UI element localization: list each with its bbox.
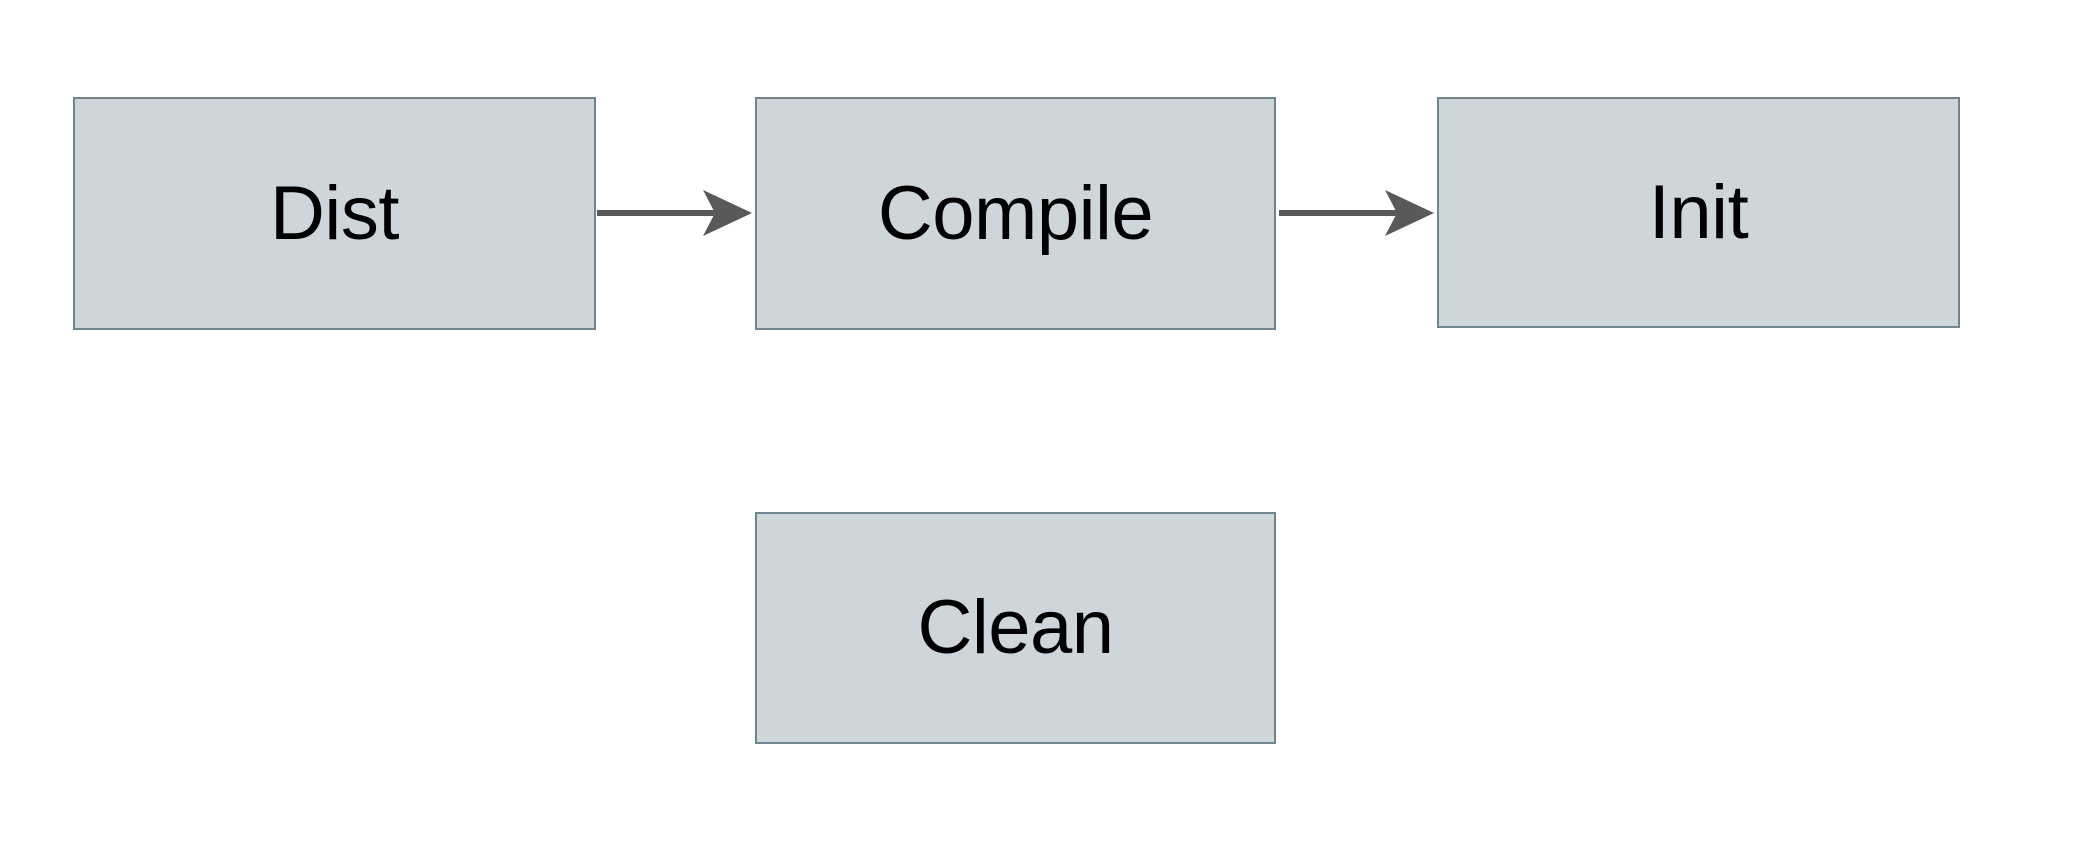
node-label-dist: Dist [270,170,399,256]
arrowhead-dist-to-compile [703,190,752,236]
node-clean[interactable]: Clean [755,512,1276,744]
node-label-init: Init [1648,169,1749,255]
node-init[interactable]: Init [1437,97,1960,328]
edge-dist-to-compile[interactable] [597,190,752,236]
node-label-clean: Clean [917,585,1114,670]
edge-compile-to-init[interactable] [1279,190,1434,236]
node-label-compile: Compile [877,170,1154,256]
node-dist[interactable]: Dist [73,97,596,330]
node-compile[interactable]: Compile [755,97,1276,330]
arrowhead-compile-to-init [1385,190,1434,236]
